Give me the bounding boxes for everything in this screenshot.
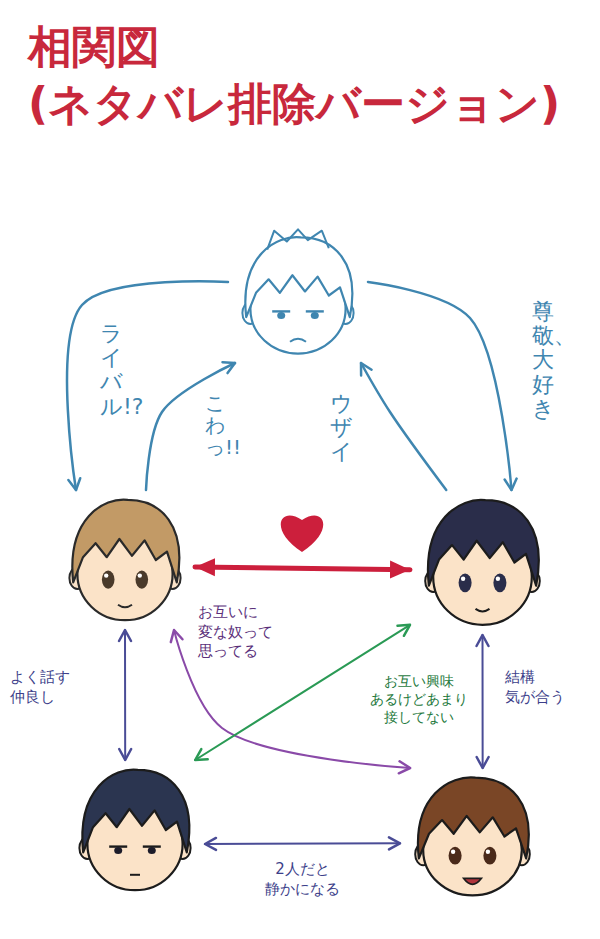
relation-label: 2人だと 静かになる — [265, 860, 340, 899]
relation-arrow — [195, 567, 410, 570]
relation-label: こわっ!! — [205, 392, 225, 458]
character-face — [400, 768, 545, 905]
relation-label: 尊敬、大好き — [532, 300, 554, 421]
relation-label: お互いに 変な奴って 思ってる — [198, 603, 273, 662]
character-face — [65, 760, 205, 900]
eye-highlight — [461, 577, 465, 581]
face-mouth — [130, 874, 140, 876]
relation-arrow — [368, 282, 512, 490]
relation-label: ウザイ — [330, 392, 352, 465]
heart-symbol — [281, 515, 323, 552]
face-mouth — [290, 339, 306, 342]
face-mouth — [464, 878, 482, 884]
character-node — [228, 228, 368, 363]
face-eye — [493, 573, 506, 592]
face-eye — [102, 571, 115, 589]
diagram-title: 相関図 (ネタバレ排除バージョン) — [28, 18, 560, 132]
character-face — [228, 228, 368, 363]
face-hair-spikes — [267, 229, 329, 249]
character-node — [65, 760, 205, 900]
face-eye — [136, 571, 149, 589]
relation-label: お互い興味 あるけどあまり 接してない — [370, 672, 468, 727]
face-mouth — [118, 605, 132, 608]
face-hair — [82, 770, 189, 853]
face-eye — [459, 573, 472, 592]
face-eye — [483, 847, 496, 865]
relation-label: よく話す 仲良し — [10, 668, 70, 707]
face-eye — [311, 312, 319, 319]
eye-highlight — [451, 849, 455, 853]
eye-highlight — [496, 577, 500, 581]
relation-arrow — [124, 630, 126, 760]
character-node — [400, 768, 545, 905]
character-node — [410, 490, 555, 635]
face-mouth — [476, 609, 490, 612]
relation-arrow — [361, 363, 446, 490]
face-hair — [245, 237, 352, 317]
character-face — [410, 490, 555, 635]
relation-label: ライバル!? — [100, 322, 122, 419]
relation-arrow — [146, 363, 235, 490]
eye-highlight — [486, 849, 490, 853]
relation-arrow — [482, 635, 484, 768]
eye-highlight — [104, 573, 108, 577]
relation-arrow — [205, 842, 400, 845]
face-hair — [72, 500, 179, 583]
eye-highlight — [138, 573, 142, 577]
face-hair — [418, 777, 529, 858]
character-node — [55, 490, 195, 630]
character-face — [55, 490, 195, 630]
face-eye — [449, 847, 462, 865]
face-eye — [277, 312, 285, 319]
face-eye — [148, 847, 156, 854]
face-eye — [114, 847, 122, 854]
face-hair — [428, 500, 539, 586]
relation-label: 結構 気が合う — [505, 668, 565, 707]
